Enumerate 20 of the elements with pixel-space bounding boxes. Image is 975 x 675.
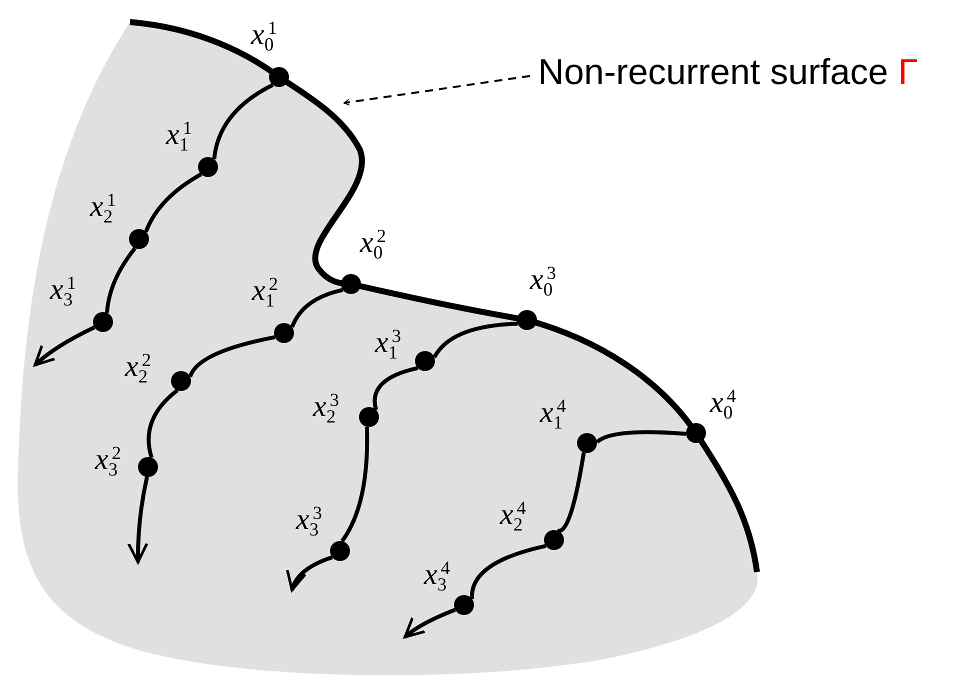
trajectory-line <box>144 172 202 233</box>
point-dot <box>517 310 537 330</box>
trajectory-line <box>105 246 137 313</box>
trajectory-line <box>596 430 686 444</box>
trajectory-arrow <box>127 476 149 564</box>
trajectory-arrow <box>34 326 96 366</box>
point-dot <box>341 274 361 294</box>
callout-text: Non-recurrent surface Γ <box>538 52 918 92</box>
trajectory-line <box>290 288 344 328</box>
leader-arrow <box>344 75 530 106</box>
trajectory-arrow <box>287 555 333 592</box>
trajectory-line <box>372 366 418 410</box>
trajectory-line <box>188 335 276 378</box>
trajectory-line <box>340 426 370 542</box>
trajectory-line <box>470 544 546 600</box>
trajectory-line <box>432 322 518 358</box>
trajectory-line <box>212 83 274 160</box>
trajectory-line <box>146 388 179 458</box>
trajectory-line <box>556 452 586 533</box>
trajectory-arrow <box>404 608 456 639</box>
